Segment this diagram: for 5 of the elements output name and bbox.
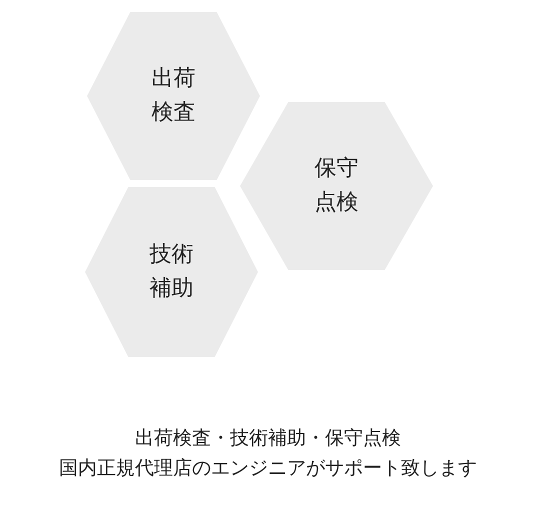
caption-text: 国内正規代理店のエンジニアがサポート致します	[59, 457, 477, 479]
hexagon-tile: 保守点検	[240, 102, 433, 270]
hexagon-tile: 技術補助	[85, 187, 258, 357]
caption-text: 出荷検査・技術補助・保守点検	[135, 427, 401, 449]
hexagon-tile: 出荷検査	[87, 12, 260, 180]
